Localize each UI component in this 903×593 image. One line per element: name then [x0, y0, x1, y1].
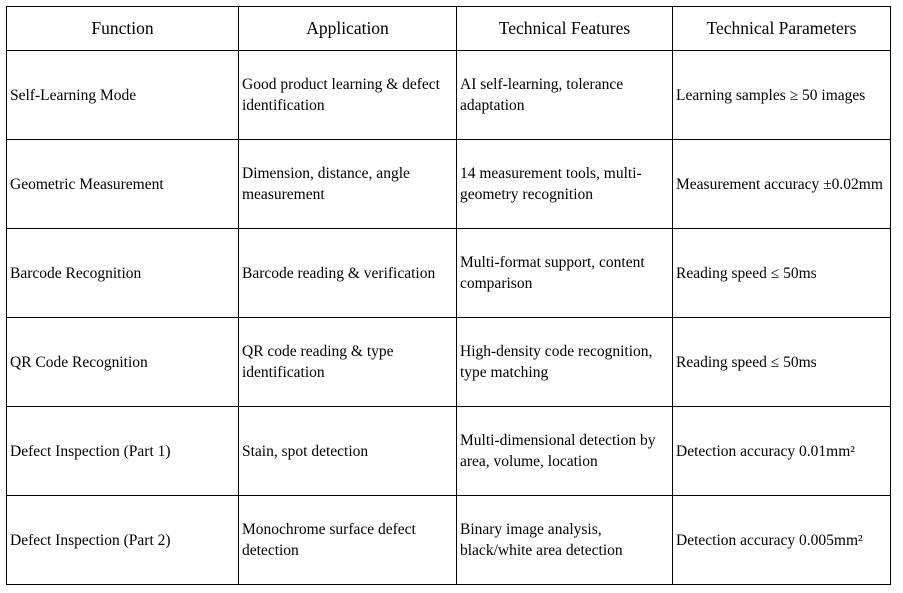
table-header: Function Application Technical Features … [6, 6, 891, 51]
cell-function: Geometric Measurement [6, 139, 239, 229]
header-technical-features: Technical Features [456, 6, 673, 51]
header-technical-parameters: Technical Parameters [672, 6, 891, 51]
table-row: Defect Inspection (Part 2) Monochrome su… [6, 495, 891, 585]
header-function: Function [6, 6, 239, 51]
spec-table: Function Application Technical Features … [6, 6, 891, 585]
cell-technical-parameters: Detection accuracy 0.01mm² [672, 406, 891, 496]
cell-application: Dimension, distance, angle measurement [238, 139, 457, 229]
cell-technical-parameters: Detection accuracy 0.005mm² [672, 495, 891, 585]
cell-application: QR code reading & type identification [238, 317, 457, 407]
cell-application: Good product learning & defect identific… [238, 50, 457, 140]
cell-technical-parameters: Learning samples ≥ 50 images [672, 50, 891, 140]
cell-technical-parameters: Reading speed ≤ 50ms [672, 317, 891, 407]
cell-function: Defect Inspection (Part 1) [6, 406, 239, 496]
cell-technical-parameters: Measurement accuracy ±0.02mm [672, 139, 891, 229]
cell-technical-features: 14 measurement tools, multi-geometry rec… [456, 139, 673, 229]
cell-function: Defect Inspection (Part 2) [6, 495, 239, 585]
cell-technical-features: Binary image analysis, black/white area … [456, 495, 673, 585]
table-row: Self-Learning Mode Good product learning… [6, 50, 891, 140]
table-row: Barcode Recognition Barcode reading & ve… [6, 228, 891, 318]
header-application: Application [238, 6, 457, 51]
cell-application: Monochrome surface defect detection [238, 495, 457, 585]
cell-function: QR Code Recognition [6, 317, 239, 407]
table-row: QR Code Recognition QR code reading & ty… [6, 317, 891, 407]
header-row: Function Application Technical Features … [6, 6, 891, 51]
cell-technical-features: Multi-dimensional detection by area, vol… [456, 406, 673, 496]
table-row: Defect Inspection (Part 1) Stain, spot d… [6, 406, 891, 496]
cell-technical-parameters: Reading speed ≤ 50ms [672, 228, 891, 318]
cell-application: Barcode reading & verification [238, 228, 457, 318]
cell-function: Barcode Recognition [6, 228, 239, 318]
cell-technical-features: High-density code recognition, type matc… [456, 317, 673, 407]
cell-application: Stain, spot detection [238, 406, 457, 496]
cell-technical-features: AI self-learning, tolerance adaptation [456, 50, 673, 140]
table-row: Geometric Measurement Dimension, distanc… [6, 139, 891, 229]
cell-function: Self-Learning Mode [6, 50, 239, 140]
cell-technical-features: Multi-format support, content comparison [456, 228, 673, 318]
table-body: Self-Learning Mode Good product learning… [6, 50, 891, 585]
